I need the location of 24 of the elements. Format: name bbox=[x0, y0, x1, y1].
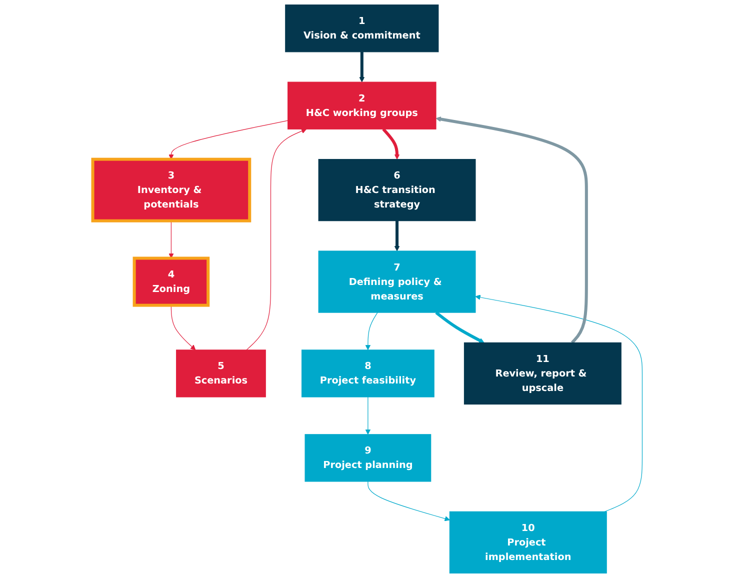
node-box: 5 Scenarios bbox=[176, 350, 266, 398]
arrow bbox=[435, 311, 484, 343]
arrow bbox=[382, 128, 400, 160]
arrow bbox=[359, 52, 365, 82]
arrow bbox=[436, 116, 588, 344]
node-box: 10 Project implementation bbox=[449, 511, 607, 574]
arrow bbox=[368, 481, 450, 522]
node-box: 6 H&C transition strategy bbox=[318, 158, 476, 222]
arrow bbox=[394, 220, 400, 252]
node-box: 4 Zoning bbox=[132, 256, 210, 307]
arrow bbox=[168, 120, 288, 160]
node-box: 8 Project feasibility bbox=[302, 350, 434, 398]
arrow bbox=[170, 304, 196, 350]
arrow bbox=[475, 294, 643, 512]
node-box: 2 H&C working groups bbox=[288, 82, 436, 130]
node-box: 1 Vision & commitment bbox=[285, 4, 439, 52]
arrow bbox=[365, 312, 378, 350]
arrow bbox=[246, 128, 307, 350]
arrow bbox=[168, 220, 174, 258]
node-box: 3 Inventory & potentials bbox=[91, 158, 252, 222]
node-box: 9 Project planning bbox=[304, 434, 432, 482]
node-box: 11 Review, report & upscale bbox=[464, 342, 622, 405]
node-box: 7 Defining policy & measures bbox=[318, 250, 476, 313]
arrow bbox=[365, 396, 371, 435]
